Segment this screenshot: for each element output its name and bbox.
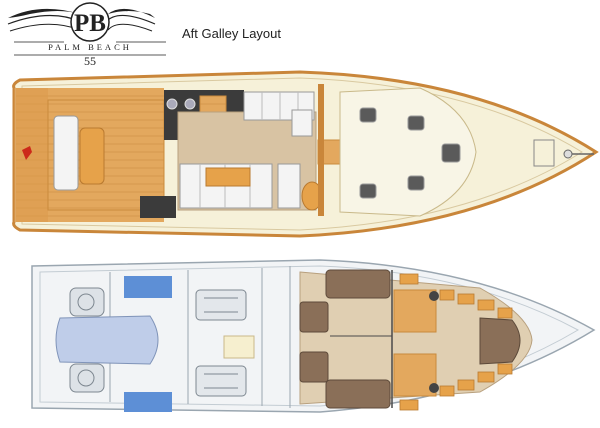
accommodation-floor: [299, 271, 533, 405]
anchor-windlass-icon: [563, 149, 573, 159]
head-port: [393, 289, 437, 333]
single-berth-starboard: [299, 351, 329, 383]
generator-starboard: [69, 363, 105, 393]
aft-sunpad: [53, 115, 79, 191]
layout-title: Aft Galley Layout: [182, 26, 281, 41]
fuel-tank-starboard: [124, 392, 172, 412]
hatch-4: [359, 183, 377, 199]
engine-starboard: [195, 365, 247, 397]
master-berth-forward: [479, 317, 521, 365]
engine-room-hatch: [223, 335, 255, 359]
head-starboard: [393, 353, 437, 397]
lower-deck-plan: [31, 259, 596, 413]
hatch-5: [407, 175, 425, 191]
aft-table: [79, 127, 105, 185]
single-berth-port: [299, 301, 329, 333]
helm-seat: [277, 163, 301, 209]
guest-berth-port: [325, 269, 391, 299]
guest-berth-starboard: [325, 379, 391, 409]
bow-locker: [533, 139, 555, 167]
generator-port: [69, 287, 105, 317]
galley-sink-2: [184, 98, 196, 110]
fuel-tank-port: [124, 276, 172, 298]
galley-sink-1: [166, 98, 178, 110]
logo-monogram: PB: [74, 10, 106, 37]
logo-model-number: 55: [84, 54, 96, 68]
hatch-2: [407, 115, 425, 131]
engine-port: [195, 289, 247, 321]
hatch-3: [441, 143, 461, 163]
palm-beach-logo: PB PALM BEACH 55: [7, 2, 166, 68]
hatch-1: [359, 107, 377, 123]
upper-deck-plan: [12, 70, 599, 238]
stern-fitting: [22, 146, 32, 160]
saloon-sofa-top: [243, 91, 315, 121]
dinette-table: [205, 167, 251, 187]
tender-garage: [55, 315, 159, 365]
logo-brand-name: PALM BEACH: [48, 42, 132, 52]
